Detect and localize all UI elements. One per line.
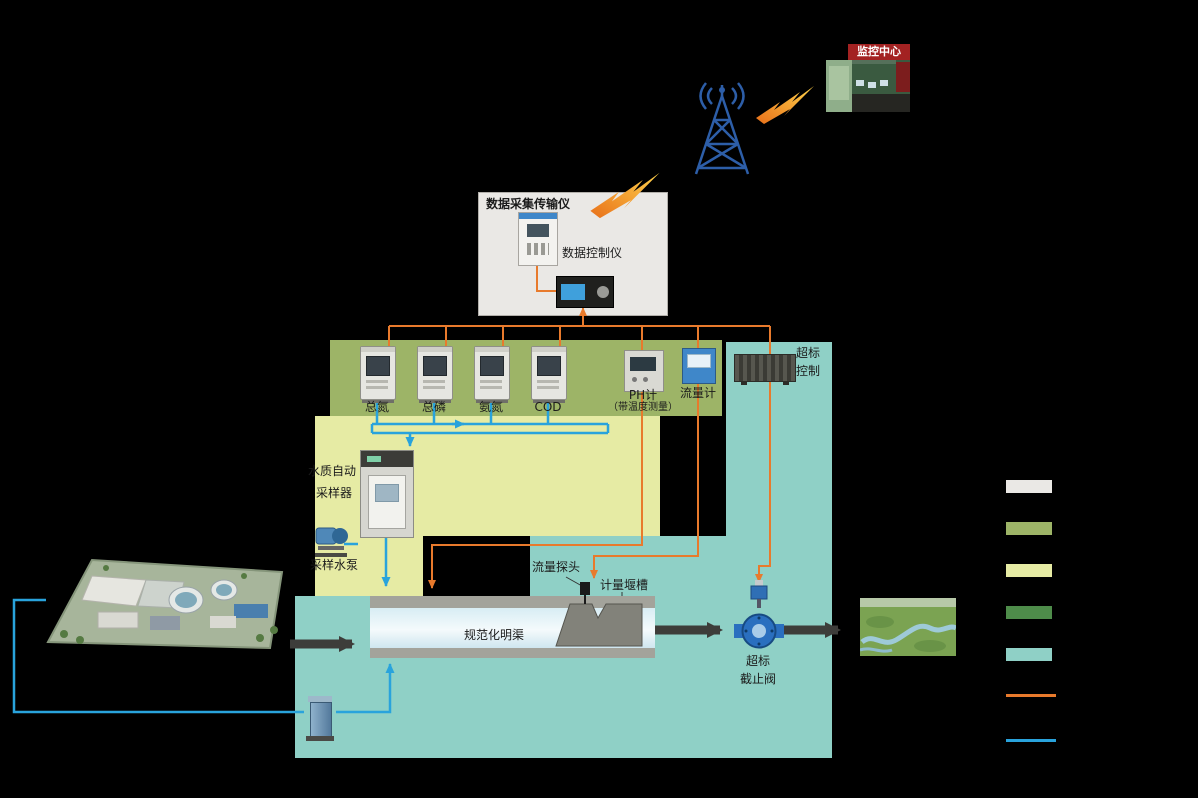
shutoff-valve-device: [734, 580, 784, 649]
cabinet-base: [476, 400, 508, 403]
flow-meter-label: 流量计: [679, 386, 716, 400]
data-collector-device: [518, 212, 558, 266]
ph-meter-label: PH计: [628, 388, 658, 402]
channel-wall-bottom: [370, 648, 655, 658]
cabinet-window: [480, 356, 504, 376]
channel-label: 规范化明渠: [463, 628, 524, 642]
cabinet-trim: [418, 347, 452, 352]
legend-line-blue: [1006, 739, 1056, 742]
lightning-bolt-icon: [756, 86, 814, 124]
sampling-pump-device: [315, 527, 348, 557]
analyzer-cabinet: [417, 346, 453, 403]
device-screen: [561, 284, 585, 300]
valve-zone-panel-right: [726, 342, 832, 758]
data-controller-device: [556, 276, 614, 308]
cabinet-trim: [475, 347, 509, 352]
ph-meter-device: [624, 350, 664, 392]
cabinet-slot: [423, 386, 445, 389]
pump-base: [306, 736, 334, 741]
analyzer-cabinet: [531, 346, 567, 403]
sampler-label-line2: 采样器: [315, 486, 352, 500]
device-knob: [632, 377, 637, 382]
overlimit-controller-label-line1: 超标: [796, 346, 821, 360]
weir-label: 计量堰槽: [599, 578, 648, 592]
monitoring-center-image: [826, 60, 910, 112]
cabinet-window: [423, 356, 447, 376]
flow-probe-label: 流量探头: [531, 560, 580, 574]
radio-tower-icon: [694, 82, 750, 175]
analyzer-cabinet: [474, 346, 510, 403]
pump-body: [310, 702, 332, 738]
weir-structure: [555, 582, 643, 647]
sampler-label-line1: 水质自动: [307, 464, 356, 478]
sampling-pump-label: 采样水泵: [309, 558, 358, 572]
legend-swatch-yellow: [1006, 564, 1052, 577]
cabinet-base: [419, 400, 451, 403]
cabinet-slot: [366, 386, 388, 389]
device-leg: [741, 381, 747, 385]
overlimit-controller-device: [734, 354, 796, 385]
cabinet-slot: [423, 380, 445, 383]
acquisition-title: 数据采集传输仪: [486, 197, 571, 211]
device-keypad: [527, 243, 549, 255]
lightning-bolt-icon: [590, 172, 660, 219]
cabinet-slot: [537, 386, 559, 389]
monitoring-center-label: 监控中心: [848, 44, 910, 60]
analyzer-label-tp: 总磷: [421, 400, 446, 414]
device-trim: [361, 451, 413, 467]
legend-swatch-dark-green: [1006, 606, 1052, 619]
cabinet-window: [537, 356, 561, 376]
cabinet-slot: [537, 380, 559, 383]
overlimit-controller-label-line2: 控制: [796, 364, 821, 378]
cabinet-slot: [480, 380, 502, 383]
cabinet-trim: [361, 347, 395, 352]
shutoff-valve-label-line1: 超标: [745, 654, 770, 668]
device-knob: [597, 286, 609, 298]
device-leg: [783, 381, 789, 385]
legend-swatch-gray: [1006, 480, 1052, 493]
device-window: [375, 484, 399, 502]
device-door: [368, 475, 406, 529]
device-knob: [643, 377, 648, 382]
cabinet-base: [533, 400, 565, 403]
device-screen: [367, 456, 381, 462]
analyzer-label-nh: 氨氮: [478, 400, 503, 414]
auto-sampler-device: [360, 450, 414, 538]
analyzer-cabinet: [360, 346, 396, 403]
cabinet-window: [366, 356, 390, 376]
treatment-plant-image: [46, 558, 284, 650]
legend-swatch-green: [1006, 522, 1052, 535]
device-screen: [527, 224, 549, 237]
ph-meter-sub-label: （带温度测量）: [608, 402, 678, 413]
cabinet-slot: [480, 386, 502, 389]
cabinet-base: [362, 400, 394, 403]
legend-line-orange: [1006, 694, 1056, 697]
device-trim: [519, 213, 557, 219]
pump-cap: [308, 696, 332, 702]
shutoff-valve-label-line2: 截止阀: [739, 672, 776, 686]
device-screen: [630, 357, 656, 371]
device-screen: [687, 354, 711, 368]
data-controller-label: 数据控制仪: [562, 246, 623, 260]
river-image: [860, 598, 956, 656]
intake-pump-device: [306, 696, 334, 742]
flow-probe-icon: [580, 582, 590, 595]
cabinet-trim: [532, 347, 566, 352]
cabinet-slot: [366, 380, 388, 383]
legend-swatch-teal: [1006, 648, 1052, 661]
flow-meter-device: [682, 348, 716, 384]
analyzer-label-tn: 总氮: [364, 400, 389, 414]
analyzer-label-cod: COD: [534, 400, 562, 414]
